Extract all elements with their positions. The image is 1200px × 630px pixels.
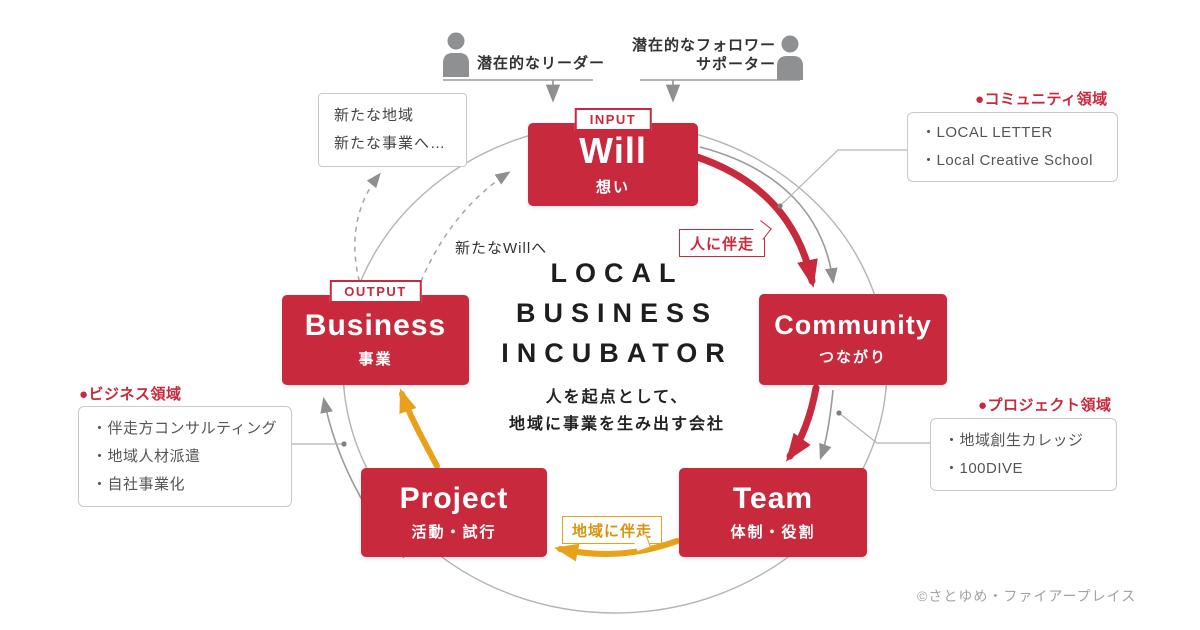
connector-dot-community — [777, 203, 783, 209]
project-area-label: ●プロジェクト領域 — [978, 397, 1112, 414]
node-business-subtitle: 事業 — [358, 351, 393, 368]
node-will-subtitle: 想い — [595, 178, 630, 196]
node-team: Team 体制・役割 — [679, 468, 867, 557]
follower-label: 潜在的なフォロワー サポーター — [600, 36, 776, 74]
title-line-business: BUSINESS — [515, 298, 719, 328]
node-team-subtitle: 体制・役割 — [730, 523, 816, 541]
node-community-title: Community — [774, 310, 932, 340]
project-area-item: ・100DIVE — [944, 459, 1024, 477]
title-line-local: LOCAL — [550, 258, 684, 288]
node-business-title: Business — [304, 309, 447, 342]
subtitle-line2: 地域に事業を生み出す会社 — [508, 416, 725, 433]
community-area-item: ・Local Creative School — [921, 152, 1093, 169]
follower-person-icon — [777, 35, 803, 80]
business-area-item: ・自社事業化 — [92, 475, 186, 493]
community-area-box: ・LOCAL LETTER ・Local Creative School — [907, 112, 1118, 182]
gray-arrow-will-to-community — [699, 146, 838, 285]
accompany-person-label: 人に伴走 — [689, 235, 754, 253]
community-area-label: ●コミュニティ領域 — [975, 91, 1108, 108]
title-line-incubator: INCUBATOR — [501, 338, 733, 368]
output-tag: OUTPUT — [329, 280, 422, 303]
accompany-person-bubble: 人に伴走 — [679, 220, 772, 257]
project-area-box: ・地域創生カレッジ ・100DIVE — [930, 418, 1117, 491]
accompany-region-label: 地域に伴走 — [571, 522, 652, 540]
credit-text: ©さとゆめ・ファイアープレイス — [917, 588, 1137, 604]
connector-project-area — [838, 412, 930, 444]
node-team-title: Team — [732, 481, 814, 515]
business-area-box: ・伴走方コンサルティング ・地域人材派遣 ・自社事業化 — [78, 406, 292, 507]
node-community: Community つながり — [759, 294, 947, 385]
dashed-arrow-business-to-new-will — [416, 171, 511, 292]
follower-label-line1: 潜在的なフォロワー — [631, 37, 776, 54]
red-arrow-will-to-community — [690, 152, 818, 288]
to-new-will-label: 新たなWillへ — [455, 240, 548, 257]
project-area-item: ・地域創生カレッジ — [944, 431, 1084, 449]
input-tag: INPUT — [574, 108, 652, 131]
node-project-subtitle: 活動・試行 — [411, 523, 497, 541]
subtitle-line1: 人を起点として、 — [545, 389, 689, 406]
center-title-block: LOCAL BUSINESS INCUBATOR 人を起点として、 地域に事業を… — [467, 253, 767, 438]
node-will: INPUT Will 想い — [528, 108, 698, 206]
business-area-item: ・伴走方コンサルティング — [92, 419, 278, 437]
leader-person-icon — [443, 32, 469, 77]
connector-community-area — [779, 149, 907, 207]
node-will-title: Will — [579, 129, 647, 171]
accompany-region-bubble: 地域に伴走 — [562, 516, 662, 552]
business-area-label: ●ビジネス領域 — [79, 386, 182, 403]
future-box-line1: 新たな地域 — [334, 107, 415, 124]
dashed-arrow-business-to-future — [354, 172, 381, 292]
red-arrow-community-to-team — [785, 384, 820, 462]
follower-label-line2: サポーター — [695, 56, 776, 73]
node-business: OUTPUT Business 事業 — [282, 280, 469, 385]
orange-arrow-project-to-business — [399, 388, 440, 469]
node-community-subtitle: つながり — [818, 349, 887, 366]
business-area-item: ・地域人材派遣 — [92, 447, 201, 465]
connector-dot-business — [341, 441, 347, 447]
community-area-item: ・LOCAL LETTER — [921, 124, 1053, 141]
future-box: 新たな地域 新たな事業へ… — [318, 93, 467, 167]
future-box-line2: 新たな事業へ… — [334, 135, 447, 152]
leader-label: 潜在的なリーダー — [477, 55, 606, 72]
gray-arrow-community-to-team — [819, 389, 834, 461]
node-project: Project 活動・試行 — [361, 468, 547, 557]
node-project-title: Project — [399, 481, 509, 515]
connector-dot-project — [836, 410, 842, 416]
orange-arrow-team-to-project — [554, 538, 680, 562]
